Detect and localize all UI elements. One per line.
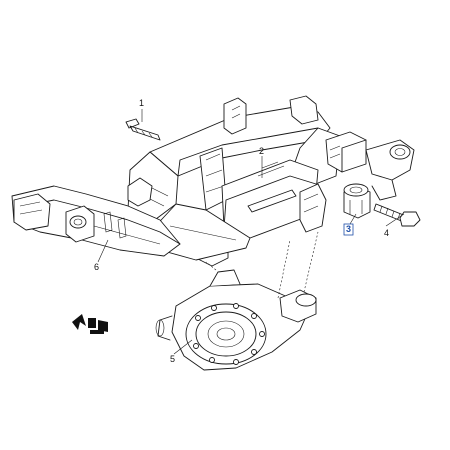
- callout-5: 5: [170, 354, 175, 364]
- leader-lines: [97, 109, 405, 355]
- bushing-part-3: [343, 183, 371, 219]
- rear-subframe: [127, 95, 415, 267]
- differential-part-5: [155, 269, 317, 371]
- callout-3: 3: [346, 224, 351, 234]
- bolt-part-1: [125, 118, 161, 141]
- callout-6: 6: [94, 262, 99, 272]
- front-direction-arrow-icon: [72, 314, 108, 334]
- callout-1: 1: [139, 98, 144, 108]
- callout-2: 2: [259, 146, 264, 156]
- bolt-part-4: [373, 203, 421, 227]
- callout-3-highlight-box: [343, 223, 354, 236]
- callout-4: 4: [384, 228, 389, 238]
- front-crossmember-part-6: [11, 185, 181, 257]
